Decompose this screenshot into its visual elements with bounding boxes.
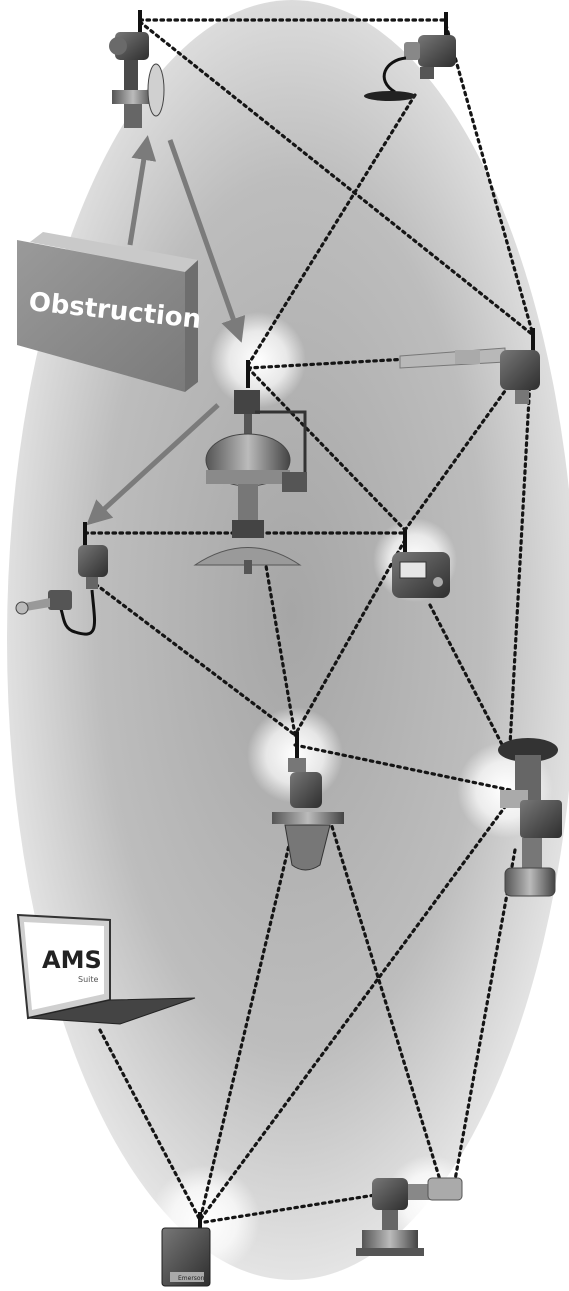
temperature-sensor-icon [399, 328, 540, 404]
laptop-logo-sub: Suite [78, 975, 99, 984]
signal-arrows [86, 135, 246, 526]
obstruction-block: Obstruction [17, 232, 203, 392]
laptop-logo: AMS [42, 946, 102, 974]
arrow-to-gas-sensor [86, 403, 220, 526]
coriolis-flowmeter-icon [272, 732, 344, 871]
mesh-links [83, 18, 535, 1224]
gas-sensor-transmitter-icon [15, 522, 108, 636]
control-valve-actuator-icon [193, 360, 307, 574]
arrow-to-valve [167, 139, 246, 343]
temperature-transmitter-icon [364, 12, 456, 101]
wireless-gateway-icon: Emerson [161, 1212, 211, 1287]
laptop-icon: AMS Suite [16, 913, 196, 1025]
arrow-to-pressure-transmitter [127, 135, 157, 246]
differential-pressure-transmitter-icon [356, 1177, 463, 1256]
control-valve-icon [498, 738, 562, 897]
gateway-label: Emerson [178, 1275, 205, 1282]
background-glow [7, 0, 569, 1280]
pressure-transmitter-icon [109, 10, 165, 128]
display-device-icon [392, 530, 450, 598]
repeater-halos [150, 312, 553, 1275]
